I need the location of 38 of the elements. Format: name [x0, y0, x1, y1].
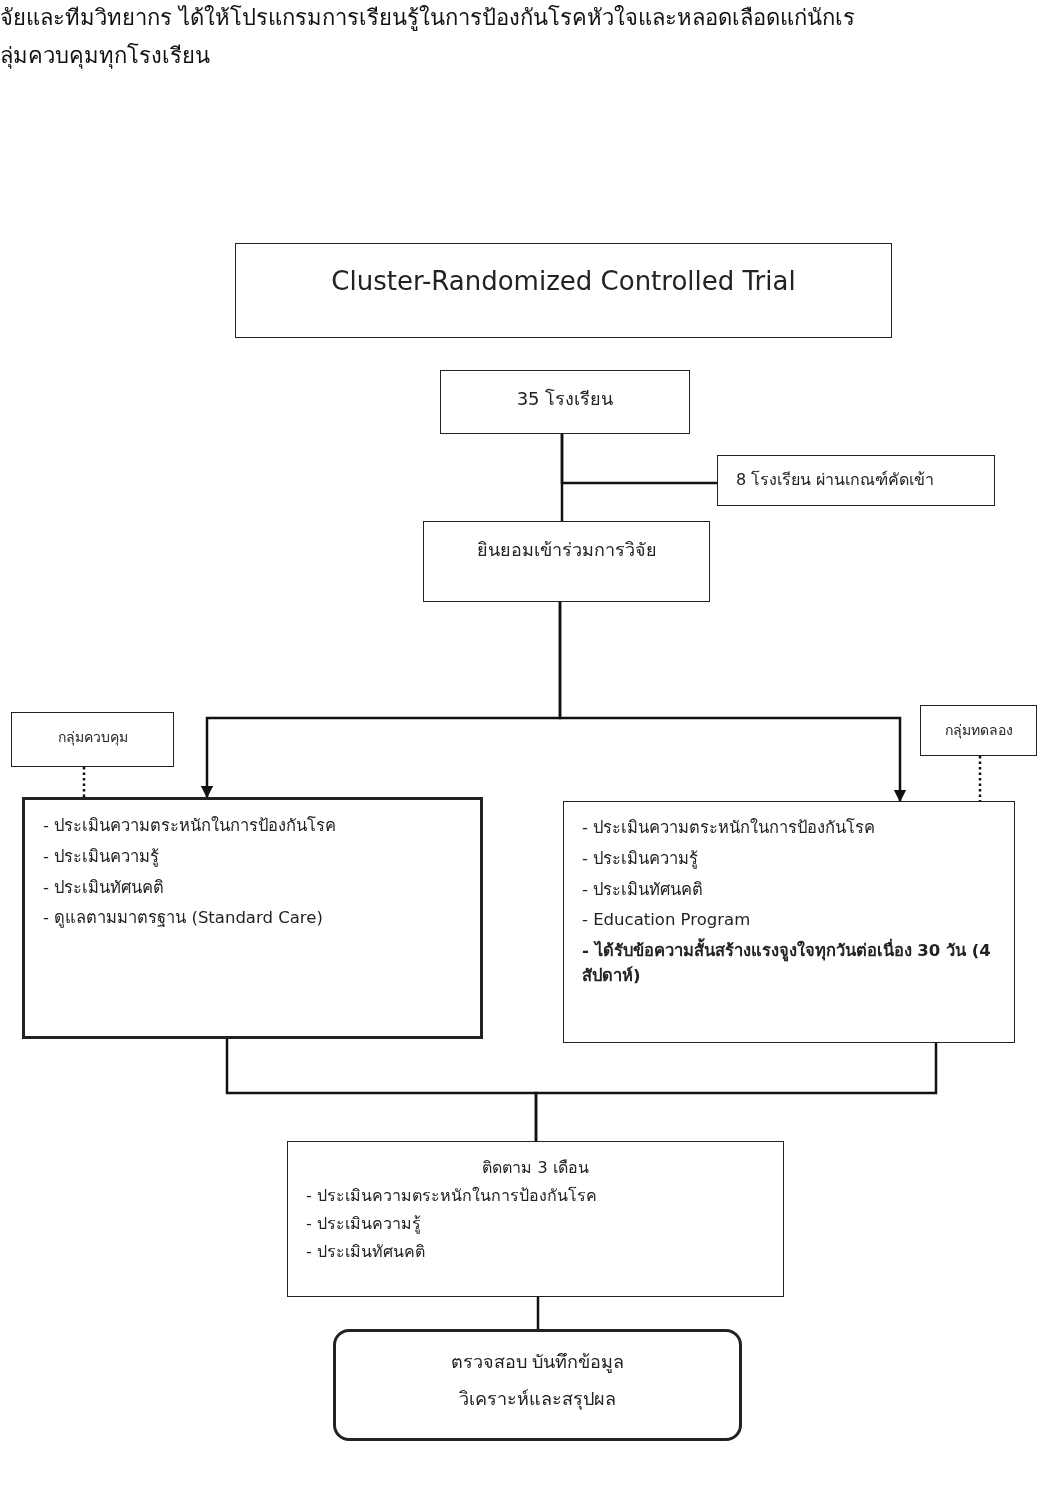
- box-text: 8 โรงเรียน ผ่านเกณฑ์คัดเข้า: [736, 469, 936, 491]
- exclusion-box: [717, 455, 995, 506]
- box-text: ยินยอมเข้าร่วมการวิจัย: [475, 538, 658, 562]
- connector-line: [534, 1043, 938, 1141]
- list-item: - ประเมินความตระหนักในการป้องกันโรค: [306, 1185, 598, 1207]
- dotted-connector: [82, 767, 86, 797]
- group-activity-box: [22, 797, 483, 1039]
- terminal-box: [333, 1329, 742, 1441]
- list-item: - ประเมินทัศนคติ: [43, 876, 166, 899]
- paragraph-text: จัยและทีมวิทยากร ได้ให้โปรแกรมการเรียนรู้ในการป้องกันโรคหัวใจและหลอดเลือดแก่นักเร: [0, 4, 855, 33]
- group-label: กลุ่มควบคุม: [56, 728, 129, 748]
- box-heading: ติดตาม 3 เดือน: [481, 1157, 590, 1179]
- arrow: [558, 602, 907, 803]
- follow-up-box: [287, 1141, 784, 1297]
- box-text: วิเคราะห์และสรุปผล: [458, 1387, 617, 1412]
- connector-line: [536, 1297, 540, 1329]
- list-item: - ประเมินความตระหนักในการป้องกันโรค: [582, 817, 877, 839]
- list-item: - ดูแลตามมาตรฐาน (Standard Care): [43, 907, 324, 930]
- group-activity-box: [563, 801, 1015, 1043]
- list-item: - ประเมินความตระหนักในการป้องกันโรค: [43, 815, 338, 837]
- group-tag-box: [920, 705, 1037, 756]
- list-item: - ประเมินความรู้: [306, 1213, 422, 1236]
- list-item: - ประเมินความรู้: [43, 845, 161, 869]
- connector-line: [560, 434, 717, 485]
- list-item: - ประเมินทัศนคติ: [306, 1241, 426, 1263]
- title-box: [235, 243, 892, 338]
- box-text: ตรวจสอบ บันทึกข้อมูล: [449, 1350, 626, 1375]
- list-item: - ได้รับข้อความสั้นสร้างแรงจูงใจทุกวันต่อเนื่อง 30 วัน (4 สัปดาห์): [582, 939, 996, 989]
- paragraph-text: ลุ่มควบคุมทุกโรงเรียน: [0, 42, 210, 71]
- process-box: [423, 521, 710, 602]
- title-text: Cluster-Randomized Controlled Trial: [330, 265, 797, 298]
- group-label: กลุ่มทดลอง: [943, 721, 1014, 741]
- process-box: [440, 370, 690, 434]
- list-item: - ประเมินความรู้: [582, 847, 700, 871]
- group-tag-box: [11, 712, 174, 767]
- list-item: - ประเมินทัศนคติ: [582, 878, 705, 901]
- box-text: 35 โรงเรียน: [515, 387, 615, 411]
- list-item: - Education Program: [582, 909, 752, 932]
